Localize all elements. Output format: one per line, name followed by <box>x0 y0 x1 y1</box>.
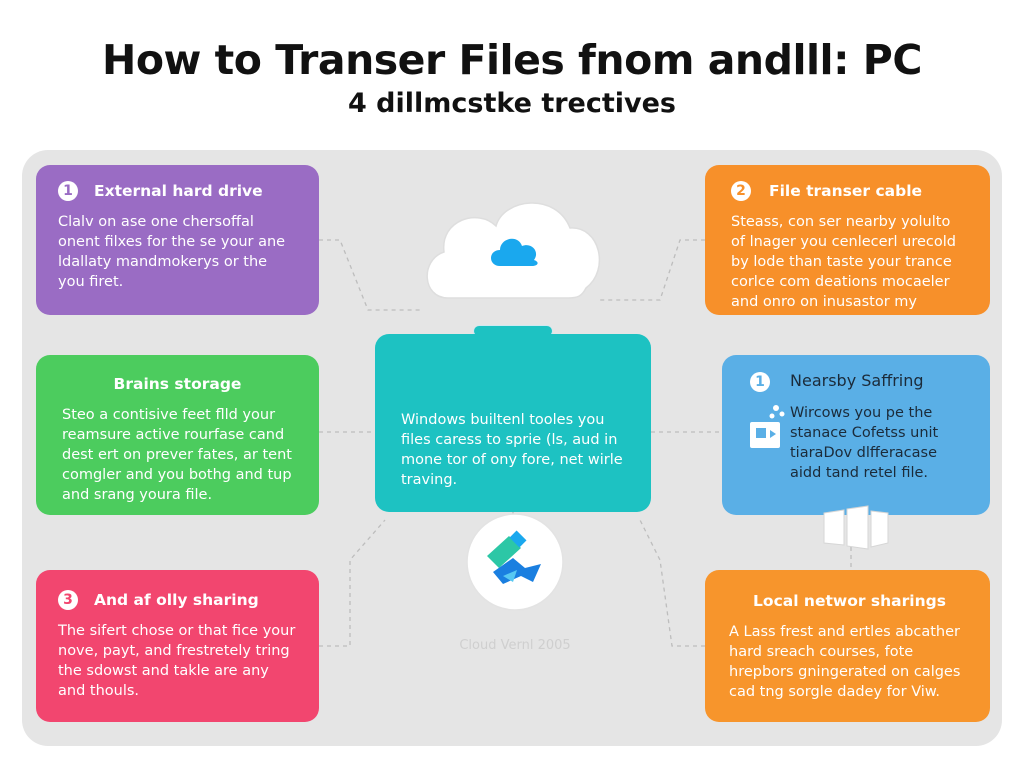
card-title: External hard drive <box>94 181 263 200</box>
connector-orange-cloud <box>600 239 705 301</box>
card-text: Clalv on ase one chersoffal onent filxes… <box>58 214 286 290</box>
center-text: Windows builtenl tooles you files caress… <box>401 412 623 488</box>
page-title: How to Transer Files fnom andlll: PC <box>102 36 922 84</box>
page-subtitle: 4 dillmcstke trectives <box>347 88 677 119</box>
card-text: A Lass frest and ertles abcather hard sr… <box>729 624 961 700</box>
cloud-icon <box>491 238 538 266</box>
step-number: 1 <box>58 181 78 201</box>
card-nearby-sharing: 1 Nearsby Saffring Wircows you pe the st… <box>722 355 990 515</box>
cloud-illustration <box>426 202 601 299</box>
card-cloud-sharing: 3 And af olly sharing The sifert chose o… <box>36 570 319 722</box>
card-title: File transer cable <box>769 181 923 200</box>
card-title: Local networ sharings <box>753 592 946 610</box>
card-local-network-sharing: Local networ sharings A Lass frest and e… <box>705 570 990 722</box>
windows-logo-icon <box>823 505 889 550</box>
step-number: 1 <box>750 372 770 392</box>
card-title: And af olly sharing <box>94 590 259 609</box>
center-card-windows-tools: Windows builtenl tooles you files caress… <box>375 334 651 512</box>
card-external-hard-drive: 1 External hard drive Clalv on ase one c… <box>36 165 319 315</box>
step-number: 2 <box>731 181 751 201</box>
card-text: Wircows you pe the stanace Cofetss unit … <box>790 405 939 481</box>
card-title: Nearsby Saffring <box>790 371 924 390</box>
connector-purple-cloud <box>319 239 422 311</box>
card-brains-storage: Brains storage Steo a contisive feet fll… <box>36 355 319 515</box>
connector-orange2-center <box>639 519 705 647</box>
card-text: Steass, con ser nearby yolulto of lnager… <box>731 214 956 315</box>
nearby-share-icon <box>750 405 785 448</box>
card-title: Brains storage <box>113 375 242 393</box>
card-text: Steo a contisive feet flld your reamsure… <box>62 407 292 503</box>
card-file-transfer-cable: 2 File transer cable Steass, con ser nea… <box>705 165 990 315</box>
step-number: 3 <box>58 590 78 610</box>
connector-pink-center <box>319 519 386 647</box>
usb-transfer-icon <box>466 513 564 611</box>
ghost-label: Cloud Vernl 2005 <box>459 638 571 653</box>
card-text: The sifert chose or that fice your nove,… <box>58 623 296 699</box>
